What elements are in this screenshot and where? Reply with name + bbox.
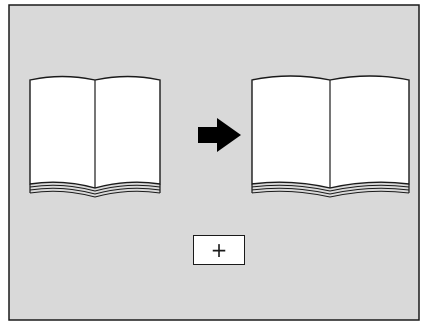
open-book-icon xyxy=(251,75,410,198)
plus-button[interactable]: + xyxy=(193,235,245,265)
book-left-page-edges xyxy=(29,184,161,198)
book-right-edge-sides xyxy=(251,184,410,193)
arrow-right-icon xyxy=(198,118,241,152)
open-book-icon xyxy=(29,75,161,198)
book-right-page-edges xyxy=(251,184,410,198)
book-left-edge-sides xyxy=(29,184,161,193)
plus-icon: + xyxy=(210,238,228,262)
